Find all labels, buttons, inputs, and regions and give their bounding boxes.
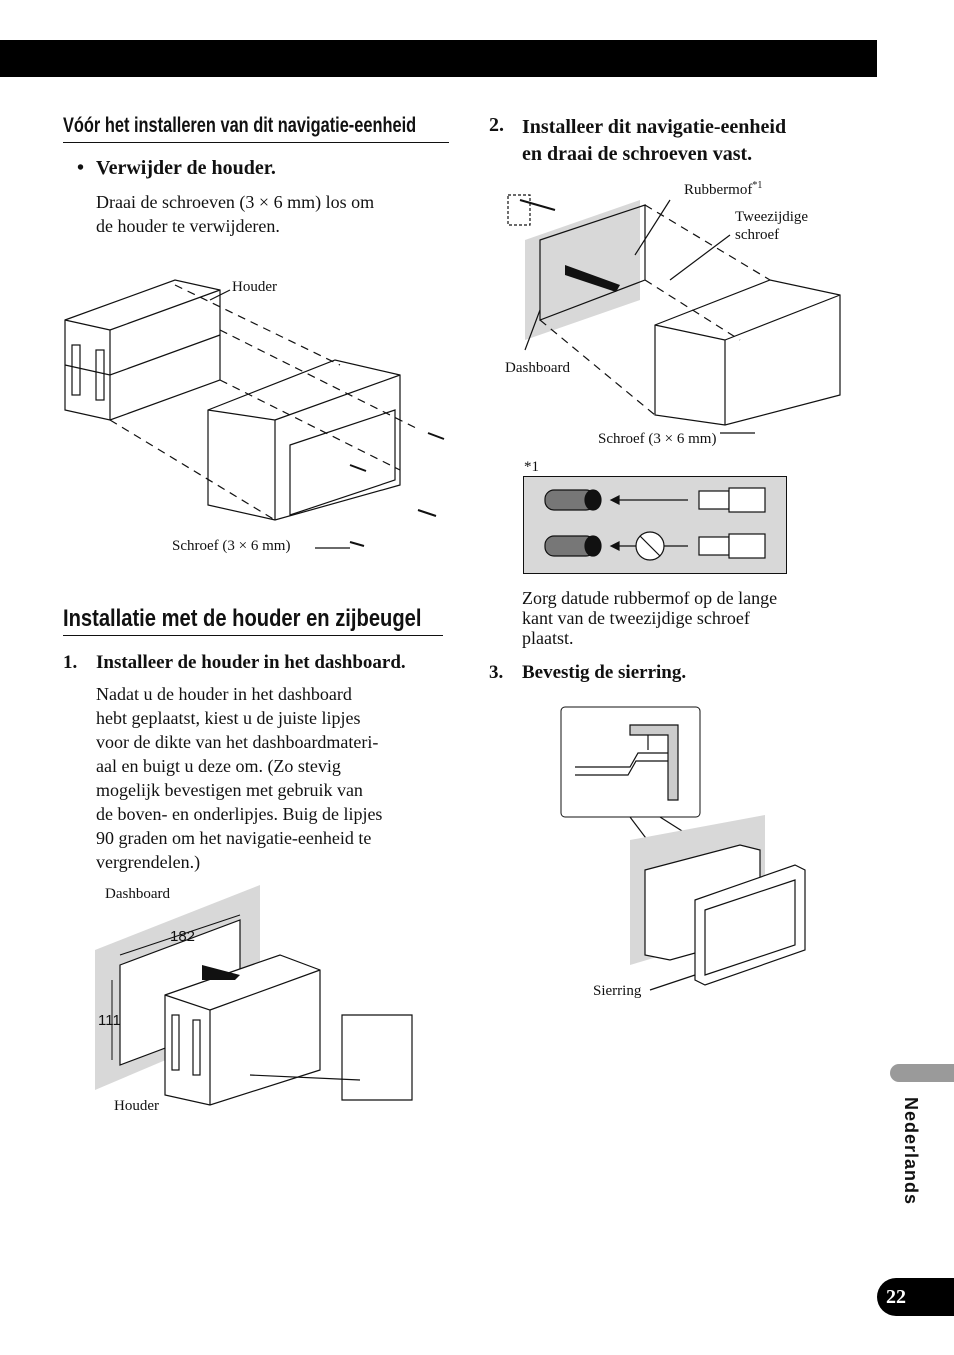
fig3-label-tweezijdige: Tweezijdige schroef: [735, 209, 809, 243]
fig2-label-houder: Houder: [114, 1098, 159, 1114]
figure-rubber-sleeve-detail: [523, 476, 787, 574]
figure-install-unit: [507, 194, 841, 434]
fig1-label-schroef: Schroef (3 × 6 mm): [172, 538, 291, 554]
figure-install-holder: [95, 885, 413, 1106]
heading-underline: [63, 635, 443, 636]
fig1-label-houder: Houder: [232, 279, 277, 295]
figure-remove-holder: [64, 279, 445, 549]
fig2-dim-height: 111: [98, 1012, 121, 1029]
section-heading-installation: Installatie met de houder en zijbeugel: [63, 605, 422, 632]
step3-title: Bevestig de sierring.: [522, 662, 687, 683]
fig2-dim-width: 182: [170, 928, 196, 945]
fig2-label-dashboard: Dashboard: [105, 886, 170, 902]
fig3-note-mark: *1: [524, 459, 539, 475]
heading-underline: [63, 142, 449, 143]
figure-trim-ring: [560, 706, 806, 991]
page-number: 22: [877, 1278, 954, 1316]
step2-number: 2.: [489, 114, 504, 136]
side-language-label: Nederlands: [901, 1097, 921, 1206]
bullet-title: Verwijder de houder.: [96, 157, 276, 179]
bullet-body: Draai de schroeven (3 × 6 mm) los om de …: [96, 192, 375, 236]
fig3-label-rubbermof: Rubbermof*1: [684, 180, 763, 198]
bullet-mark: •: [77, 157, 85, 179]
language-tab-marker: [890, 1064, 954, 1082]
section-heading-before-install: Vóór het installeren van dit navigatie-e…: [63, 114, 417, 137]
step1-body: Nadat u de houder in het dashboard hebt …: [96, 684, 383, 872]
step3-number: 3.: [489, 662, 504, 683]
step1-number: 1.: [63, 652, 78, 673]
fig3-label-schroef: Schroef (3 × 6 mm): [598, 431, 717, 447]
step1-title: Installeer de houder in het dashboard.: [96, 652, 406, 673]
fig4-label-sierring: Sierring: [593, 983, 642, 999]
note-text: Zorg datude rubbermof op de lange kant v…: [522, 588, 778, 648]
header-bar: [0, 40, 877, 77]
fig3-label-dashboard: Dashboard: [505, 360, 570, 376]
step2-title: Installeer dit navigatie-eenheid en draa…: [522, 116, 787, 165]
